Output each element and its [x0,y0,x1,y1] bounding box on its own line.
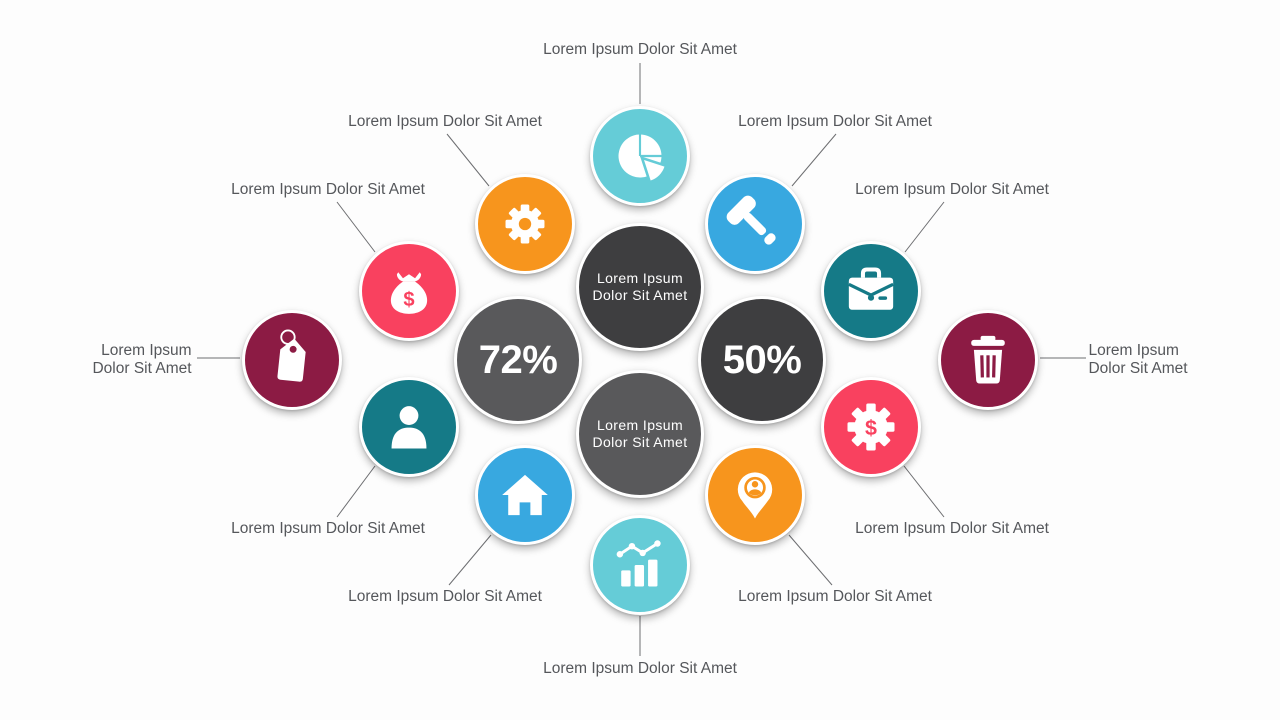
briefcase-icon [848,267,894,310]
home-icon [502,474,548,516]
label-lower-left: Lorem Ipsum Dolor Sit Amet [348,588,542,605]
node-gavel [705,174,805,274]
center-text-circle-top: Lorem Ipsum Dolor Sit Amet [576,223,704,351]
label-top: Lorem Ipsum Dolor Sit Amet [543,41,737,58]
label-far-right: Lorem Ipsum Dolor Sit Amet [1088,342,1188,377]
center-circle-bottom-label: Lorem Ipsum Dolor Sit Amet [592,417,688,450]
percent-circle-right: 50% [698,296,826,424]
label-left-upper: Lorem Ipsum Dolor Sit Amet [231,181,425,198]
pie-chart-icon [618,133,665,181]
node-location-pin [705,445,805,545]
label-upper-left: Lorem Ipsum Dolor Sit Amet [348,113,542,130]
percent-left-value: 72% [478,337,558,382]
gavel-icon [726,195,776,245]
gear-icon [505,204,545,244]
label-bottom: Lorem Ipsum Dolor Sit Amet [543,660,737,677]
center-text-circle-bottom: Lorem Ipsum Dolor Sit Amet [576,370,704,498]
percent-right-value: 50% [722,337,802,382]
percent-circle-left: 72% [454,296,582,424]
label-far-left: Lorem Ipsum Dolor Sit Amet [92,342,192,377]
trash-icon [971,335,1005,384]
dollar-gear-icon: $ [847,403,895,451]
bar-chart-icon [616,540,661,587]
node-home [475,445,575,545]
node-user [359,377,459,477]
label-lower-right: Lorem Ipsum Dolor Sit Amet [738,588,932,605]
svg-text:$: $ [403,289,414,311]
label-upper-right: Lorem Ipsum Dolor Sit Amet [738,113,932,130]
location-pin-icon [737,472,773,519]
node-trash [938,310,1038,410]
label-right-upper: Lorem Ipsum Dolor Sit Amet [855,181,1049,198]
node-bar-chart [590,515,690,615]
label-right-lower: Lorem Ipsum Dolor Sit Amet [855,520,1049,537]
node-gear [475,174,575,274]
user-icon [391,406,427,449]
node-pie-chart [590,106,690,206]
node-dollar-gear: $ [821,377,921,477]
node-price-tag [242,310,342,410]
svg-text:$: $ [865,416,877,440]
money-bag-icon: $ [390,272,428,314]
node-money-bag: $ [359,241,459,341]
node-briefcase [821,241,921,341]
price-tag-icon [277,329,306,382]
center-circle-top-label: Lorem Ipsum Dolor Sit Amet [592,270,688,303]
label-left-lower: Lorem Ipsum Dolor Sit Amet [231,520,425,537]
